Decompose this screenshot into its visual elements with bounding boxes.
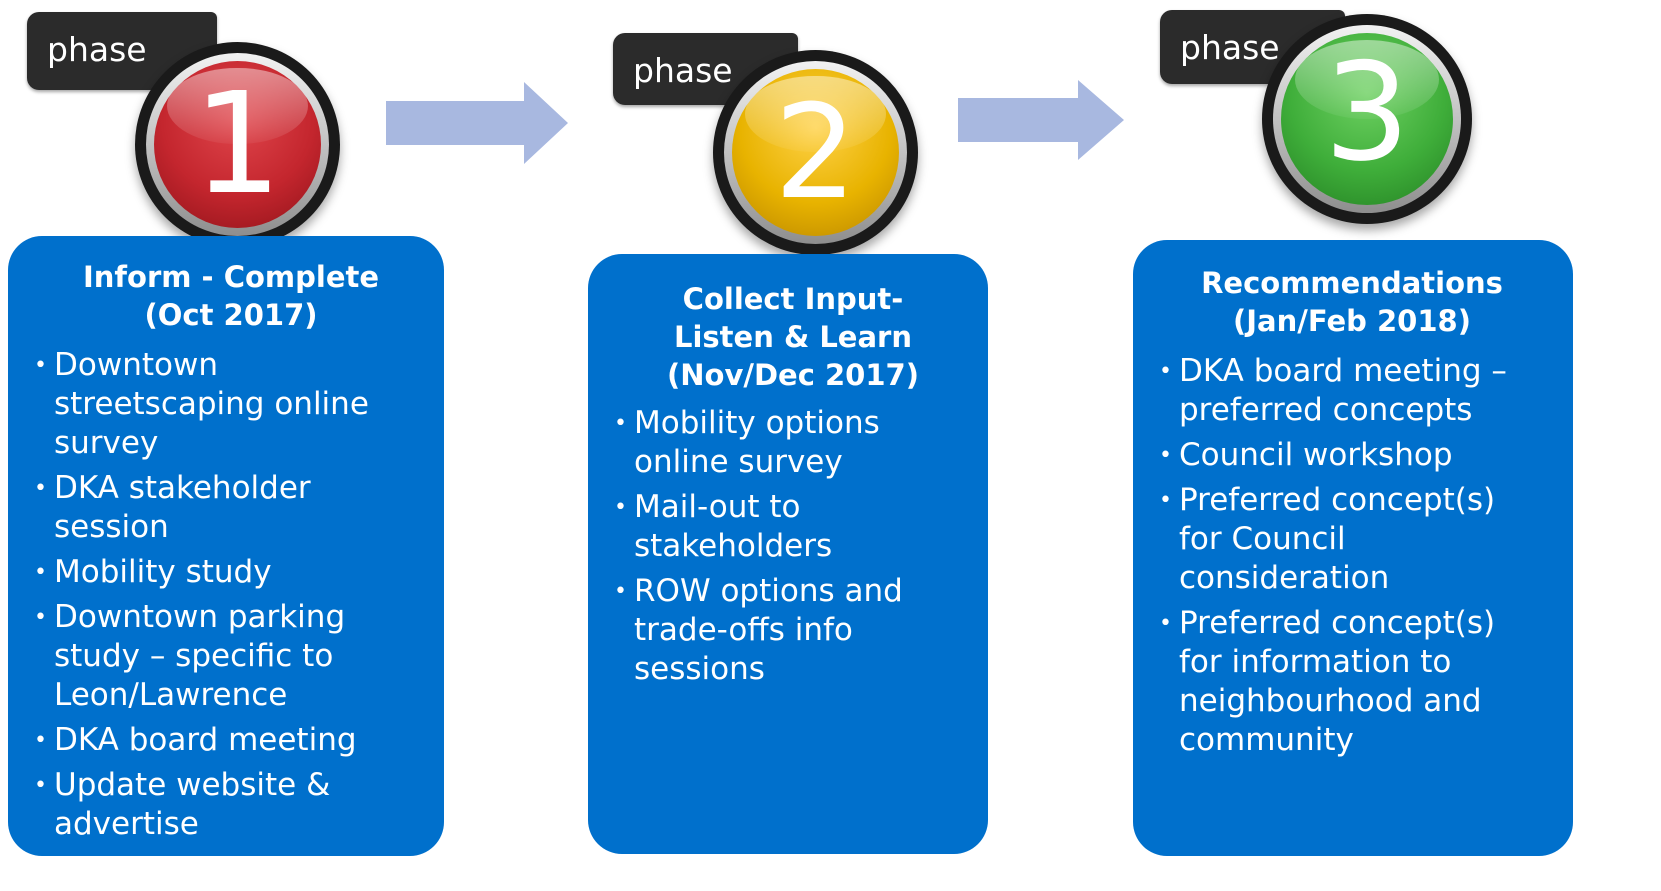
phase-1-title: Inform - Complete (Oct 2017)	[82, 260, 380, 332]
phase-2-title: Collect Input- Listen & Learn (Nov/Dec 2…	[667, 282, 919, 392]
list-item: Preferred concept(s) for information to …	[1159, 604, 1545, 760]
list-item: Downtown parking study – specific to Leo…	[34, 598, 428, 715]
phase-3-bullet-list: DKA board meeting – preferred concepts C…	[1159, 352, 1545, 760]
list-item: DKA stakeholder session	[34, 469, 428, 547]
phase-1-card: Inform - Complete (Oct 2017) Downtown st…	[8, 236, 444, 856]
list-item: Mobility study	[34, 553, 428, 592]
list-item: ROW options and trade-offs info sessions	[614, 572, 972, 689]
phase-3-card: Recommendations (Jan/Feb 2018) DKA board…	[1133, 240, 1573, 856]
list-item: Mail-out to stakeholders	[614, 488, 972, 566]
list-item: Downtown streetscaping online survey	[34, 346, 428, 463]
phase-3-disc: 3	[1281, 33, 1453, 205]
list-item: Update website & advertise	[34, 766, 428, 844]
list-item: DKA board meeting – preferred concepts	[1159, 352, 1545, 430]
phase-3-number: 3	[1324, 34, 1410, 191]
arrow-right-icon	[386, 82, 568, 164]
list-item: DKA board meeting	[34, 721, 428, 760]
phase-1-number: 1	[192, 63, 283, 226]
list-item: Council workshop	[1159, 436, 1545, 475]
phase-3-title: Recommendations (Jan/Feb 2018)	[1201, 266, 1503, 338]
list-item: Mobility options online survey	[614, 404, 972, 482]
phase-1-disc: 1	[154, 61, 321, 228]
phase-2-disc: 2	[732, 69, 899, 236]
phase-1-bullet-list: Downtown streetscaping online survey DKA…	[34, 346, 428, 844]
arrow-right-icon	[958, 80, 1124, 160]
phase-1-tag: phase	[27, 12, 217, 90]
list-item: Preferred concept(s) for Council conside…	[1159, 481, 1545, 598]
phase-2-card: Collect Input- Listen & Learn (Nov/Dec 2…	[588, 254, 988, 854]
phase-2-number: 2	[774, 76, 857, 228]
phase-2-bullet-list: Mobility options online survey Mail-out …	[614, 404, 972, 689]
